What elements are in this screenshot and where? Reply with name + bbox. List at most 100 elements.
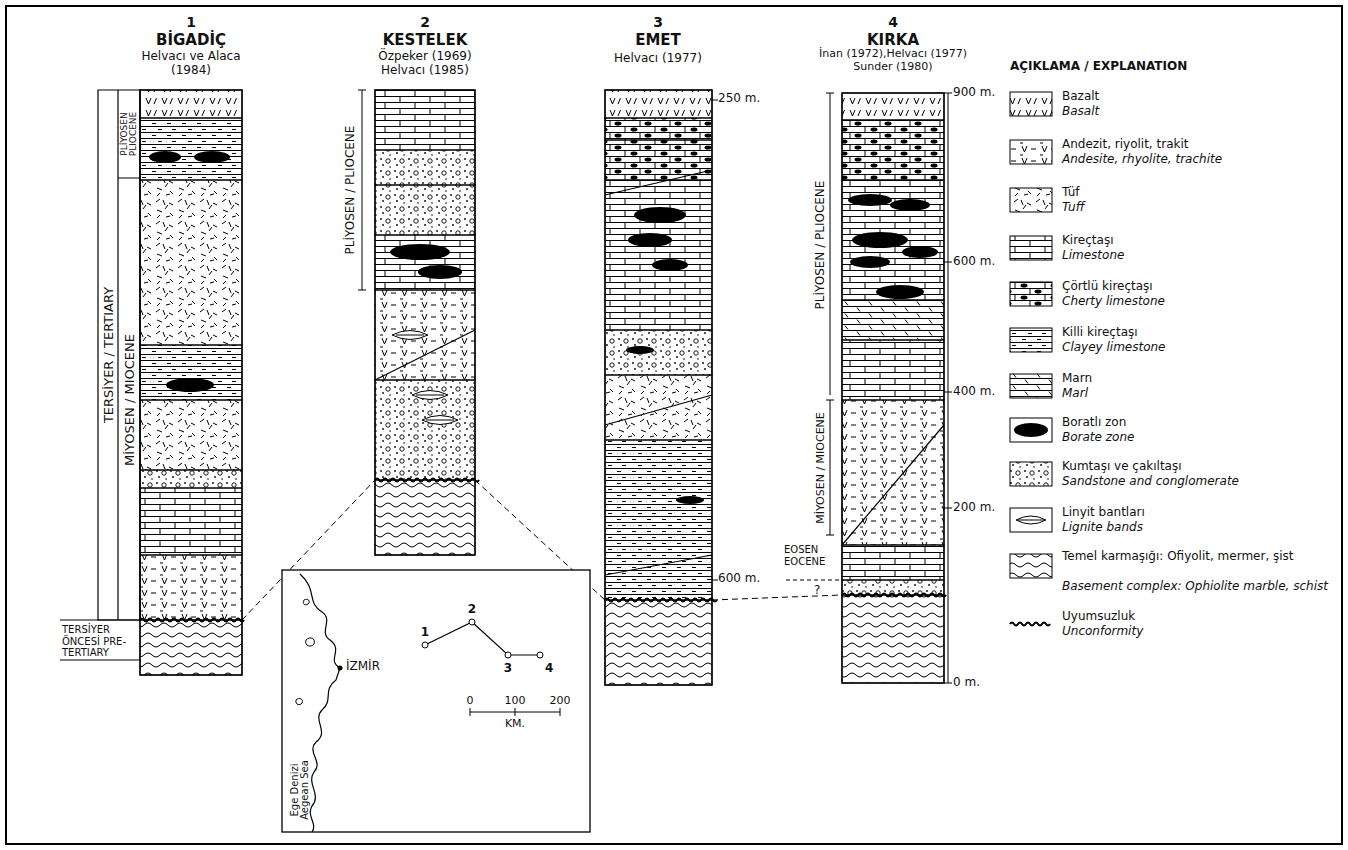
legend-sample: [1010, 236, 1052, 260]
borate-lens: [628, 233, 672, 247]
rotated-label: Ege Denizi Aegean Sea: [290, 745, 310, 835]
label: 2: [420, 14, 430, 30]
label: 100: [505, 695, 526, 708]
rock-unit: [605, 375, 712, 440]
age-bracket: [358, 90, 366, 290]
legend-sample: [1010, 623, 1050, 626]
label: İnan (1972),Helvacı (1977) Sunder (1980): [803, 48, 983, 73]
legend-sample: [1010, 418, 1052, 442]
label: TERSİYER ÖNCESİ PRE-TERTIARY: [62, 624, 142, 659]
contact: [375, 330, 475, 380]
borate-lens: [876, 285, 924, 299]
borate-lens: [902, 246, 938, 258]
lignite-band: [422, 416, 458, 425]
legend-text-en: Basement complex: Ophiolite marble, schi…: [1062, 580, 1332, 594]
city-dot: [338, 666, 343, 671]
label: 200 m.: [953, 501, 995, 515]
legend-sample: [1010, 328, 1052, 352]
borate-lens: [852, 232, 908, 248]
unconformity: [842, 594, 946, 597]
label: Helvacı (1977): [614, 52, 702, 66]
legend-text-tr: Marn: [1062, 372, 1332, 386]
legend-text-tr: Kumtaşı ve çakıltaşı: [1062, 460, 1332, 474]
rock-unit: [605, 600, 712, 685]
rock-unit: [842, 400, 944, 545]
label: EMET: [635, 32, 681, 49]
rock-unit: [375, 185, 475, 235]
borate-lens: [166, 378, 214, 392]
rock-unit: [375, 150, 475, 185]
label: 3: [504, 662, 512, 676]
borate-lens: [676, 496, 704, 504]
label: AÇIKLAMA / EXPLANATION: [1010, 60, 1187, 74]
depth-tick: [712, 100, 718, 580]
borate-lens: [848, 194, 892, 206]
rock-unit: [605, 118, 712, 140]
label: 2: [468, 603, 476, 617]
rock-unit: [842, 340, 944, 400]
legend-text-en: Unconformity: [1062, 625, 1332, 639]
island: [296, 599, 315, 704]
label: 200: [550, 695, 571, 708]
legend-text-en: Basalt: [1062, 105, 1332, 119]
rock-unit: [842, 595, 944, 683]
rock-unit: [842, 545, 944, 580]
legend-text-tr: Temel karmaşığı: Ofiyolit, mermer, şist: [1062, 550, 1332, 564]
scale-bar: [470, 708, 560, 716]
borate-lens: [890, 199, 930, 211]
borate-lens: [634, 207, 686, 223]
legend-text-en: Limestone: [1062, 249, 1332, 263]
legend-sample: [1010, 140, 1052, 164]
label: KM.: [505, 718, 525, 731]
label: 600 m.: [953, 255, 995, 269]
rock-unit: [140, 620, 242, 675]
rock-unit: [842, 93, 944, 120]
frame: [6, 6, 1342, 844]
rotated-label: MİYOSEN / MIOCENE: [815, 412, 826, 524]
contact: [842, 425, 944, 545]
rotated-label: PLİYOSEN / PLIOCENE: [814, 181, 826, 310]
rock-unit: [375, 380, 475, 480]
borate-lens: [652, 259, 688, 271]
legend-text-tr: Uyumsuzluk: [1062, 610, 1332, 624]
label: İZMİR: [346, 660, 380, 674]
unconformity: [375, 479, 479, 482]
label: EOSEN EOCENE: [784, 544, 832, 567]
column-outline: [375, 90, 475, 555]
rock-unit: [605, 180, 712, 330]
rotated-label: PLİYOSEN / PLIOCENE: [344, 126, 356, 255]
rock-unit: [140, 400, 242, 470]
borate-lens: [850, 256, 890, 268]
label: ?: [814, 584, 820, 598]
label: 600 m.: [718, 572, 760, 586]
rotated-label: MİYOSEN / MIOCENE: [123, 334, 136, 466]
rock-unit: [842, 300, 944, 340]
legend-sample: [1016, 516, 1046, 524]
rock-unit: [140, 118, 242, 180]
label: 1: [421, 626, 429, 640]
label: KIRKA: [867, 32, 919, 49]
label: 4: [545, 662, 553, 676]
legend-text-en: Lignite bands: [1062, 521, 1332, 535]
legend-sample: [1010, 462, 1052, 486]
rock-unit: [375, 90, 475, 150]
legend-sample: [1010, 554, 1052, 578]
label: 400 m.: [953, 385, 995, 399]
label: 3: [653, 14, 663, 30]
borate-lens: [626, 346, 654, 354]
column-outline: [140, 90, 242, 675]
label: BİGADİÇ: [156, 32, 226, 49]
rock-unit: [842, 180, 944, 300]
depth-scale: [944, 93, 952, 683]
rock-unit: [140, 555, 242, 620]
legend-sample: [1014, 423, 1048, 437]
legend-text-tr: Boratlı zon: [1062, 416, 1332, 430]
label: 4: [888, 14, 898, 30]
column-outline: [842, 93, 944, 683]
lignite-band: [412, 391, 448, 400]
label: 900 m.: [953, 86, 995, 100]
legend-text-en: Marl: [1062, 387, 1332, 401]
rock-unit: [140, 90, 242, 118]
legend-text-tr: Tüf: [1062, 186, 1332, 200]
legend-text-tr: Bazalt: [1062, 90, 1332, 104]
